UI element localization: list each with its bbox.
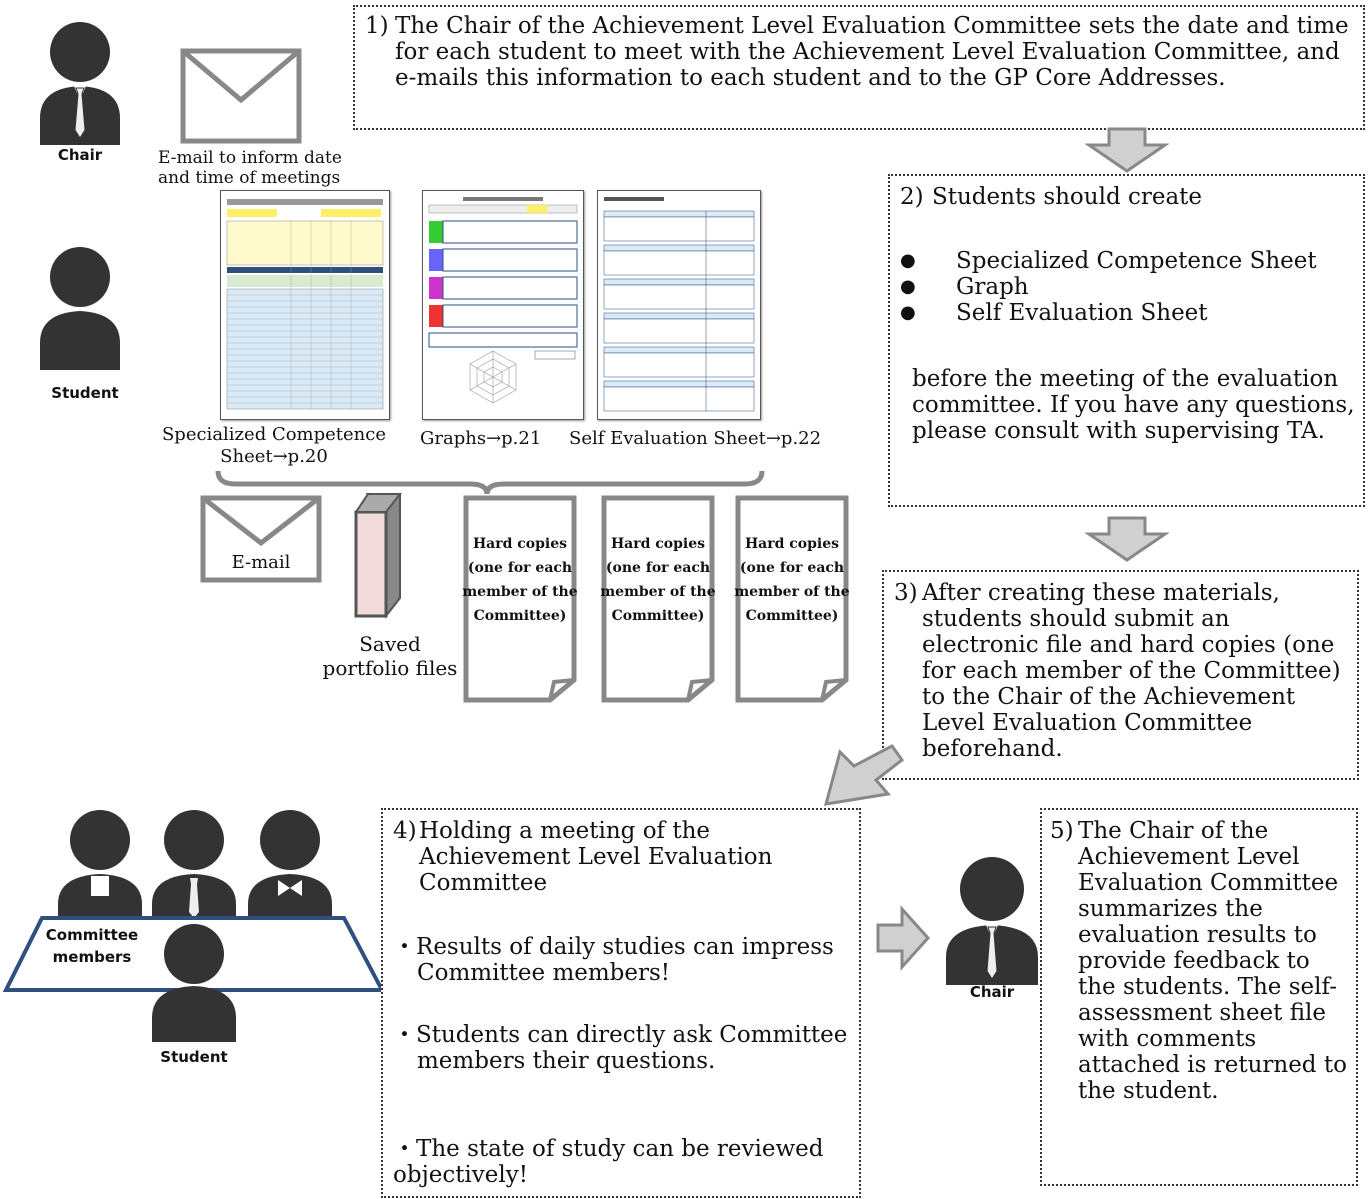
committee-meeting-illustration [2, 810, 386, 1042]
document-page-icon [601, 495, 715, 703]
step-4-heading: Holding a meeting of the Achievement Lev… [419, 818, 773, 896]
step-4-number: 4) [393, 818, 417, 844]
chair-label-bottom: Chair [969, 983, 1015, 1001]
arrow-right-icon [876, 905, 930, 971]
hard-copy-label: Hard copies (one for each member of the … [734, 536, 850, 624]
email-envelope-icon [200, 495, 322, 583]
email-label: E-mail [231, 552, 291, 573]
arrow-down-icon [1085, 516, 1169, 562]
grouping-brace [215, 470, 765, 495]
self-evaluation-sheet-thumbnail [597, 190, 761, 420]
bullet-item: Specialized Competence Sheet [894, 248, 1317, 274]
step-4-point-1: ・Results of daily studies can impress Co… [393, 934, 834, 986]
portfolio-binder-icon [354, 493, 403, 619]
step-3-number: 3) [894, 580, 918, 606]
student-label-bottom: Student [160, 1048, 228, 1066]
document-page-icon [735, 495, 849, 703]
chair-person-icon [40, 22, 120, 145]
hard-copy-label: Hard copies (one for each member of the … [462, 536, 578, 624]
step-4-box: 4) Holding a meeting of the Achievement … [381, 808, 861, 1198]
step-5-box: 5) The Chair of the Achievement Level Ev… [1040, 808, 1358, 1186]
hard-copy-document: Hard copies (one for each member of the … [734, 494, 850, 704]
step-2-number: 2) [900, 184, 924, 210]
step-4-point-2: ・Students can directly ask Committee mem… [393, 1022, 848, 1074]
step-2-heading: Students should create [932, 184, 1203, 210]
step-2-bullets: Specialized Competence Sheet Graph Self … [894, 248, 1317, 326]
chair-label-top: Chair [57, 146, 103, 164]
envelope-icon [180, 48, 302, 144]
student-label-mid: Student [51, 384, 119, 402]
step-4-point-3: ・The state of study can be reviewed obje… [393, 1136, 824, 1188]
graphs-sheet-thumbnail [422, 190, 584, 420]
step-3-box: 3) After creating these materials, stude… [882, 570, 1359, 780]
bullet-item: Graph [894, 274, 1317, 300]
step-2-text: before the meeting of the evaluation com… [912, 366, 1355, 444]
specialized-competence-sheet-thumbnail [220, 190, 390, 420]
chair-person-icon [946, 857, 1038, 985]
hard-copy-document: Hard copies (one for each member of the … [462, 494, 578, 704]
hard-copy-document: Hard copies (one for each member of the … [600, 494, 716, 704]
hard-copy-label: Hard copies (one for each member of the … [600, 536, 716, 624]
email-inform-label: E-mail to inform date and time of meetin… [158, 148, 342, 188]
saved-portfolio-label: Saved portfolio files [322, 632, 458, 680]
specialized-competence-label: Specialized Competence Sheet→p.20 [161, 424, 387, 467]
committee-members-label: Committee members [45, 926, 139, 966]
step-1-number: 1) [365, 13, 389, 39]
graphs-label: Graphs→p.21 [420, 428, 542, 449]
bullet-item: Self Evaluation Sheet [894, 300, 1317, 326]
step-1-box: 1) The Chair of the Achievement Level Ev… [353, 5, 1365, 130]
arrow-down-icon [1085, 127, 1169, 173]
step-5-text: The Chair of the Achievement Level Evalu… [1078, 818, 1347, 1104]
document-page-icon [463, 495, 577, 703]
step-2-box: 2) Students should create Specialized Co… [888, 174, 1365, 507]
step-3-text: After creating these materials, students… [922, 580, 1341, 762]
step-1-text: The Chair of the Achievement Level Evalu… [395, 13, 1349, 91]
student-person-icon [40, 247, 120, 370]
self-evaluation-label: Self Evaluation Sheet→p.22 [569, 428, 822, 449]
step-5-number: 5) [1050, 818, 1074, 844]
arrow-diagonal-icon [823, 744, 904, 806]
